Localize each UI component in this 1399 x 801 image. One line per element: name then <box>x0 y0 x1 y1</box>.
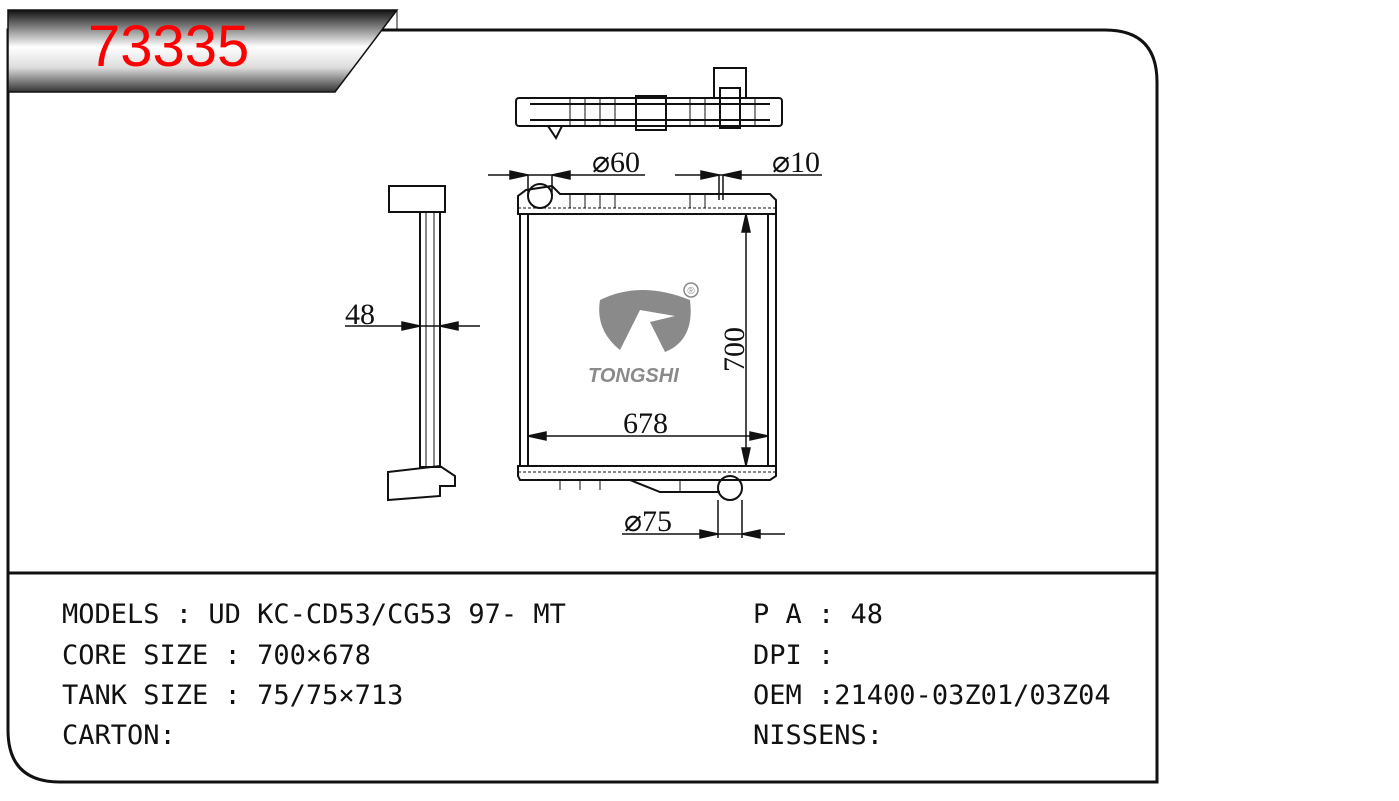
title-banner <box>7 9 399 93</box>
spec-pa: P A : 48 <box>753 599 884 630</box>
radiator-front-view <box>517 183 777 501</box>
thickness-dimension <box>345 321 480 331</box>
dimension-lines <box>488 170 822 539</box>
outlet-diameter-label: ⌀75 <box>624 505 672 538</box>
spec-nissens: NISSENS: <box>753 720 884 751</box>
thickness-label: 48 <box>345 298 375 331</box>
side-view <box>387 185 456 502</box>
height-label: 700 <box>718 327 751 372</box>
inlet-diameter-label: ⌀60 <box>592 146 640 179</box>
spec-oem: OEM :21400-03Z01/03Z04 <box>753 680 1111 711</box>
spec-carton: CARTON: <box>62 720 176 751</box>
width-label: 678 <box>623 407 668 440</box>
sheet-border <box>6 28 1159 784</box>
registered-mark: ® <box>687 286 695 297</box>
spec-core-size: CORE SIZE : 700×678 <box>62 640 371 671</box>
spec-dpi: DPI : <box>753 640 851 671</box>
spec-tank-size: TANK SIZE : 75/75×713 <box>62 680 404 711</box>
top-tank-view <box>515 67 783 140</box>
tongshi-logo: ® TONGSHI <box>588 282 699 387</box>
small-diameter-label: ⌀10 <box>772 146 820 179</box>
logo-text: TONGSHI <box>588 365 679 387</box>
part-number: 73335 <box>88 14 250 79</box>
spec-models: MODELS : UD KC-CD53/CG53 97- MT <box>62 599 566 630</box>
